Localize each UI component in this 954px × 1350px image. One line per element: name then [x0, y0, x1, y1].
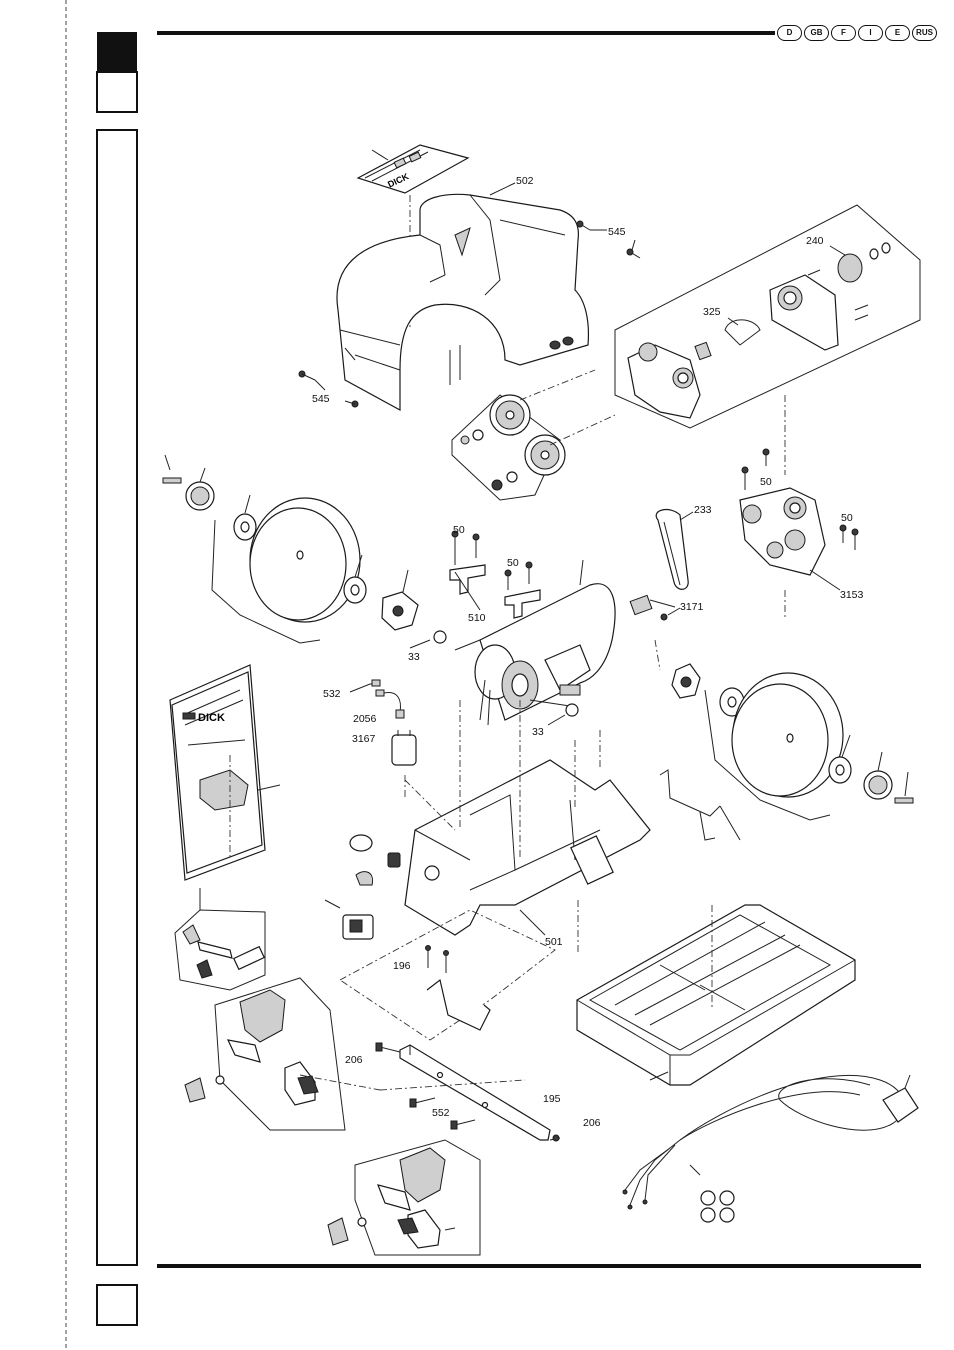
power-cord: [623, 1075, 918, 1222]
label-belt-325: 325: [703, 306, 721, 318]
tab-filled: [97, 32, 137, 72]
side-bar: [97, 130, 137, 1265]
label-screws-545-right: 545: [608, 226, 626, 238]
label-screws-50-bracket: 50: [453, 524, 465, 536]
label-screw-206-right: 206: [583, 1117, 601, 1129]
label-screws-50-upper: 50: [760, 476, 772, 488]
upper-head-assembly: [628, 243, 890, 418]
belt-233: [656, 510, 688, 590]
carry-brackets: [660, 770, 740, 840]
motor: [455, 560, 615, 725]
label-cable-532: 532: [323, 688, 341, 700]
label-screws-50-bracket-b: 50: [507, 557, 519, 569]
knife-guide-right: [328, 1148, 455, 1248]
guide-rail: [300, 1043, 560, 1141]
label-cable-2056: 2056: [353, 713, 377, 725]
label-pulley-240: 240: [806, 235, 824, 247]
instruction-sticker: DICK: [358, 145, 468, 193]
bracket-510: [450, 531, 540, 618]
label-screws-545-left: 545: [312, 393, 330, 405]
label-belt-233: 233: [694, 504, 712, 516]
drip-tray: [577, 905, 855, 1085]
left-grinding-wheel: [163, 455, 418, 643]
label-screws-196: 196: [393, 960, 411, 972]
label-base-501: 501: [545, 936, 563, 948]
switch-parts: [325, 835, 400, 939]
label-bracket-510: 510: [468, 612, 486, 624]
label-screws-552: 552: [432, 1107, 450, 1119]
label-screws-50-right: 50: [841, 512, 853, 524]
label-coupling-3171: 3171: [680, 601, 704, 613]
bottom-tab: [97, 1285, 137, 1325]
label-washer-33-left: 33: [408, 651, 420, 663]
handle-knob: [183, 888, 264, 978]
label-capacitor-3167: 3167: [352, 733, 376, 745]
base-frame: [405, 760, 650, 935]
operating-manual: DICK: [170, 665, 280, 880]
tab-empty: [97, 72, 137, 112]
coupling-3171: [630, 595, 680, 620]
knife-guide-left: [185, 990, 318, 1105]
right-grinding-wheel: [672, 664, 913, 820]
label-washer-33-right: 33: [532, 726, 544, 738]
screws-196: [426, 946, 449, 974]
wire-handle: [427, 980, 490, 1030]
label-screw-206-left: 206: [345, 1054, 363, 1066]
label-cover-502: 502: [516, 175, 534, 187]
housing-cover: [337, 194, 588, 410]
label-head-3153: 3153: [840, 589, 864, 601]
polishing-discs: [461, 395, 565, 490]
manual-brand: DICK: [198, 712, 225, 724]
label-rail-195: 195: [543, 1093, 561, 1105]
